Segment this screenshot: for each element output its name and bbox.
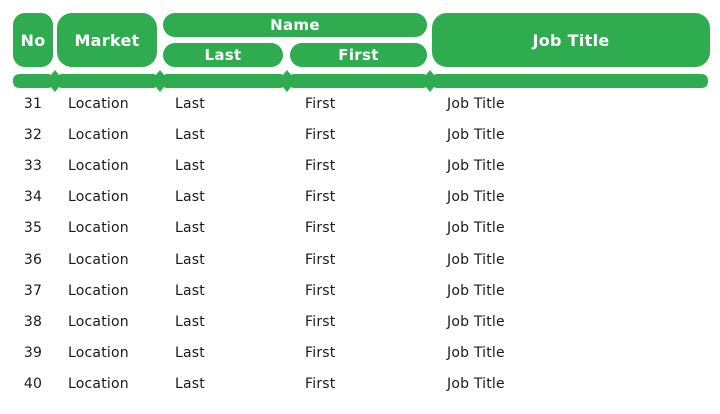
cell-first-name: First: [305, 96, 336, 112]
cell-last-name: Last: [175, 252, 205, 268]
cell-job-title: Job Title: [447, 127, 505, 143]
cell-first-name: First: [305, 189, 336, 205]
table-row: 36 Location Last First Job Title: [0, 245, 720, 276]
column-header-no-label: No: [20, 30, 46, 50]
cell-no: 38: [23, 314, 43, 330]
table-row: 34 Location Last First Job Title: [0, 182, 720, 213]
column-header-job-title: Job Title: [432, 13, 710, 67]
cell-first-name: First: [305, 220, 336, 236]
column-group-header-name: Name: [163, 13, 427, 37]
column-header-first: First: [290, 43, 427, 67]
cell-job-title: Job Title: [447, 283, 505, 299]
cell-first-name: First: [305, 127, 336, 143]
column-header-last-label: Last: [204, 46, 242, 64]
cell-last-name: Last: [175, 96, 205, 112]
cell-last-name: Last: [175, 345, 205, 361]
cell-market: Location: [68, 252, 129, 268]
ribbon-notch-diamond: [151, 70, 169, 92]
cell-job-title: Job Title: [447, 189, 505, 205]
ribbon-segment: [47, 74, 168, 88]
table-row: 39 Location Last First Job Title: [0, 338, 720, 369]
column-header-first-label: First: [338, 46, 379, 64]
table-row: 37 Location Last First Job Title: [0, 276, 720, 307]
column-header-no: No: [13, 13, 53, 67]
ribbon-segment: [152, 74, 295, 88]
column-header-last: Last: [163, 43, 283, 67]
cell-first-name: First: [305, 345, 336, 361]
cell-market: Location: [68, 189, 129, 205]
cell-market: Location: [68, 96, 129, 112]
cell-no: 40: [23, 376, 43, 392]
cell-market: Location: [68, 127, 129, 143]
cell-market: Location: [68, 158, 129, 174]
cell-first-name: First: [305, 158, 336, 174]
cell-first-name: First: [305, 252, 336, 268]
cell-no: 39: [23, 345, 43, 361]
table-row: 40 Location Last First Job Title: [0, 369, 720, 400]
column-header-job-title-label: Job Title: [532, 30, 610, 50]
column-group-header-name-label: Name: [270, 16, 320, 34]
cell-last-name: Last: [175, 189, 205, 205]
table-row: 35 Location Last First Job Title: [0, 213, 720, 244]
ribbon-notch-diamond: [278, 70, 296, 92]
cell-market: Location: [68, 345, 129, 361]
cell-no: 32: [23, 127, 43, 143]
cell-last-name: Last: [175, 283, 205, 299]
cell-no: 36: [23, 252, 43, 268]
cell-first-name: First: [305, 314, 336, 330]
cell-first-name: First: [305, 283, 336, 299]
ribbon-segment: [279, 74, 438, 88]
cell-job-title: Job Title: [447, 252, 505, 268]
cell-first-name: First: [305, 376, 336, 392]
ribbon-notch-diamond: [46, 70, 64, 92]
cell-last-name: Last: [175, 376, 205, 392]
cell-job-title: Job Title: [447, 345, 505, 361]
cell-last-name: Last: [175, 158, 205, 174]
cell-no: 35: [23, 220, 43, 236]
cell-market: Location: [68, 283, 129, 299]
table-row: 31 Location Last First Job Title: [0, 89, 720, 120]
ribbon-segment: [422, 74, 708, 88]
cell-job-title: Job Title: [447, 314, 505, 330]
cell-no: 31: [23, 96, 43, 112]
cell-market: Location: [68, 220, 129, 236]
cell-job-title: Job Title: [447, 220, 505, 236]
cell-job-title: Job Title: [447, 376, 505, 392]
cell-no: 37: [23, 283, 43, 299]
cell-market: Location: [68, 376, 129, 392]
cell-last-name: Last: [175, 314, 205, 330]
cell-job-title: Job Title: [447, 158, 505, 174]
ribbon-notch-diamond: [421, 70, 439, 92]
cell-no: 33: [23, 158, 43, 174]
cell-market: Location: [68, 314, 129, 330]
column-header-market: Market: [57, 13, 157, 67]
cell-no: 34: [23, 189, 43, 205]
cell-job-title: Job Title: [447, 96, 505, 112]
table-row: 38 Location Last First Job Title: [0, 307, 720, 338]
cell-last-name: Last: [175, 127, 205, 143]
table-row: 32 Location Last First Job Title: [0, 120, 720, 151]
cell-last-name: Last: [175, 220, 205, 236]
ribbon-divider: [13, 70, 708, 92]
column-header-market-label: Market: [74, 30, 140, 50]
table-row: 33 Location Last First Job Title: [0, 151, 720, 182]
